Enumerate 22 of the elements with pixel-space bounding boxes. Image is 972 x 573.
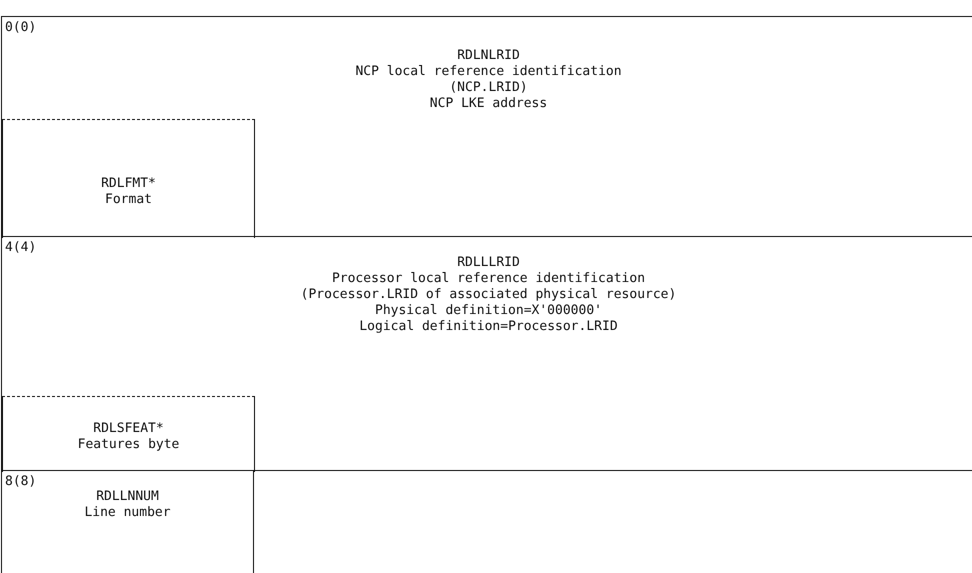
field-box (1, 236, 972, 471)
field-box (1, 470, 254, 573)
field-description: NCP local reference identification (NCP.LRID) (354, 64, 623, 96)
field-description: Logical definition=Processor.LRID (359, 319, 618, 335)
field-description: (Processor.LRID of associated physical resource) (300, 287, 676, 303)
field-description: Processor local reference identification (332, 271, 646, 287)
field-box (1, 16, 972, 237)
field-name: RDLSFEAT* (93, 421, 164, 437)
field-description: Line number (84, 505, 171, 521)
field-description: Format (105, 192, 152, 208)
offset-label: 4(4) (5, 240, 36, 256)
field-name: RDLLLRID (457, 255, 520, 271)
field-description: NCP LKE address (430, 96, 548, 112)
field-description: Physical definition=X'000000' (375, 303, 602, 319)
offset-label: 8(8) (5, 474, 36, 490)
offset-label: 0(0) (5, 20, 36, 36)
field-description: Features byte (78, 437, 180, 453)
subfield-box (2, 396, 255, 472)
field-name: RDLFMT* (101, 176, 156, 192)
field-name: RDLNLRID (457, 48, 520, 64)
field-name: RDLLNNUM (96, 489, 159, 505)
subfield-box (2, 119, 255, 238)
